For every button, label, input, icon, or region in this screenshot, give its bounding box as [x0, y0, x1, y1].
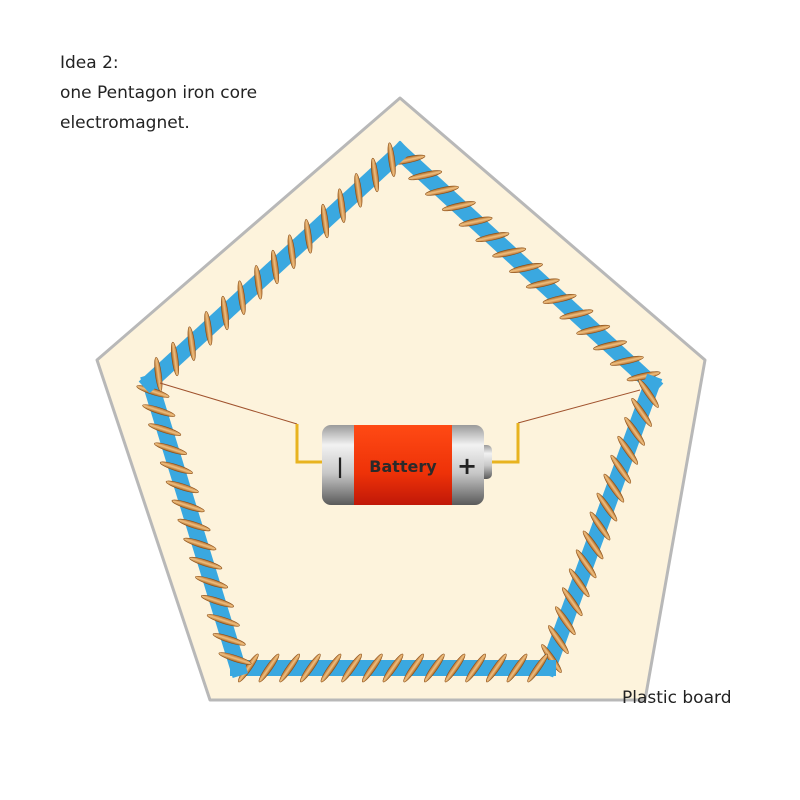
coil-turn — [287, 234, 296, 269]
coil-turn — [596, 492, 618, 522]
coil-turn — [187, 326, 196, 361]
coil-turn — [258, 653, 280, 683]
coil-turn — [609, 355, 644, 366]
coil-turn — [403, 653, 425, 683]
coil-turn — [237, 653, 259, 683]
coil-turn — [423, 653, 445, 683]
coil-turn — [555, 606, 576, 636]
battery-label: Battery — [369, 457, 437, 476]
coil-turn — [441, 201, 476, 212]
coil-turn — [576, 324, 611, 335]
coil-turn — [589, 511, 611, 541]
coil-turn — [189, 556, 223, 570]
coil-turn — [320, 653, 342, 683]
coil-turn — [425, 185, 459, 196]
battery: Battery | + — [322, 425, 492, 505]
coil-turn — [206, 614, 240, 627]
coil-turn — [354, 173, 363, 208]
coil-turn — [237, 280, 246, 315]
coil-turn — [212, 633, 246, 646]
diagram-title: Idea 2: one Pentagon iron core electroma… — [60, 48, 257, 138]
coil-turn — [165, 480, 199, 494]
coil-turn — [575, 549, 597, 579]
coil-turn — [361, 653, 383, 683]
plastic-board — [95, 96, 707, 702]
coil-turn — [506, 653, 528, 683]
coil-turn — [177, 518, 211, 532]
coil-turn — [561, 587, 583, 617]
coil-turn — [382, 653, 404, 683]
right-wire — [490, 389, 641, 464]
coil-turn — [195, 575, 229, 589]
coil-turn — [142, 404, 176, 417]
positive-terminal-symbol: + — [457, 452, 477, 480]
coil-turn — [610, 454, 632, 484]
pentagon-iron-core-coil — [136, 140, 664, 683]
title-line-2: one Pentagon iron core — [60, 83, 258, 103]
coil-turn — [200, 595, 234, 608]
coil-turn — [582, 530, 604, 560]
coil-turn — [617, 435, 639, 465]
coil-turn — [370, 157, 380, 193]
plastic-board-label: Plastic board — [622, 688, 732, 708]
coil-turn — [475, 232, 510, 243]
coil-turn — [270, 249, 280, 285]
coil-turn — [444, 653, 466, 683]
coil-turn — [527, 653, 549, 683]
coil-turn — [626, 371, 661, 382]
coil-turn — [154, 442, 188, 455]
left-wire — [159, 382, 324, 464]
coil-turn — [279, 653, 301, 683]
coil-turn — [148, 423, 182, 436]
coil-turn — [320, 203, 330, 239]
coil-turn — [387, 142, 396, 177]
coil-turn — [559, 309, 594, 320]
coil-turn — [492, 247, 527, 258]
coil-turn — [568, 568, 590, 598]
coil-turn — [170, 341, 180, 377]
coil-turn — [542, 293, 577, 304]
coil-turn — [485, 653, 507, 683]
title-line-3: electromagnet. — [60, 113, 190, 133]
negative-terminal-symbol: | — [336, 454, 343, 478]
coil-turn — [624, 416, 645, 446]
coil-turn — [218, 652, 252, 665]
coil-turn — [593, 340, 627, 351]
coil-turn — [183, 537, 217, 551]
coil-turn — [204, 311, 213, 346]
coil-turn — [159, 461, 193, 475]
coil-turn — [254, 265, 263, 300]
title-line-1: Idea 2: — [60, 53, 119, 73]
coil-turn — [631, 398, 652, 427]
coil-turn — [638, 379, 659, 408]
coil-turn — [299, 653, 321, 683]
coil-turn — [341, 653, 363, 683]
coil-turn — [509, 263, 543, 273]
coil-turn — [603, 473, 625, 503]
coil-turn — [408, 170, 443, 181]
coil-turn — [171, 499, 205, 513]
coil-turn — [525, 278, 560, 289]
coil-turn — [465, 653, 487, 683]
coil-turn — [304, 219, 313, 254]
coil-turn — [458, 216, 493, 227]
coil-turn — [337, 188, 346, 223]
coil-turn — [548, 625, 569, 654]
coil-turn — [220, 295, 230, 331]
